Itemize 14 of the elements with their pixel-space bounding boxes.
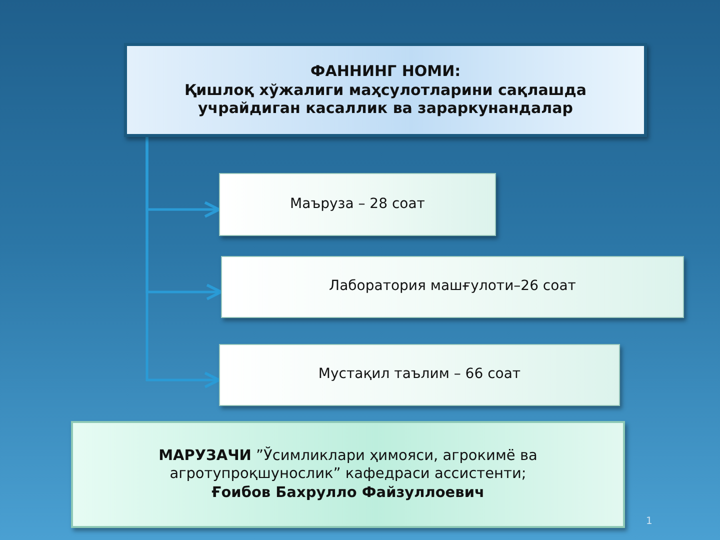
arrow (146, 137, 220, 388)
lecturer-name: Ғоибов Бахрулло Файзуллоевич (212, 484, 484, 502)
info-box (219, 344, 620, 406)
item-text: Лаборатория машғулоти–26 соат (329, 278, 576, 296)
info-box (221, 256, 684, 318)
item-text: Маъруза – 28 соат (290, 196, 425, 214)
author-box (71, 421, 625, 528)
heading: ФАННИНГ НОМИ: (310, 62, 461, 81)
lecturer-text: МАРУЗАЧИ ”Ўсимликлари ҳимояси, агрокимё ва агротупроқшунослик” кафедраси ассистенти; (158, 447, 538, 484)
item-text: Мустақил таълим – 66 соат (318, 366, 521, 384)
title-box (124, 43, 647, 137)
page-number: 1 (646, 516, 652, 527)
info-box (219, 173, 496, 236)
subject-title: Қишлоқ хўжалиги маҳсулотларини сақлашда учрайдиган касаллик ва зараркунандалар (184, 80, 588, 118)
